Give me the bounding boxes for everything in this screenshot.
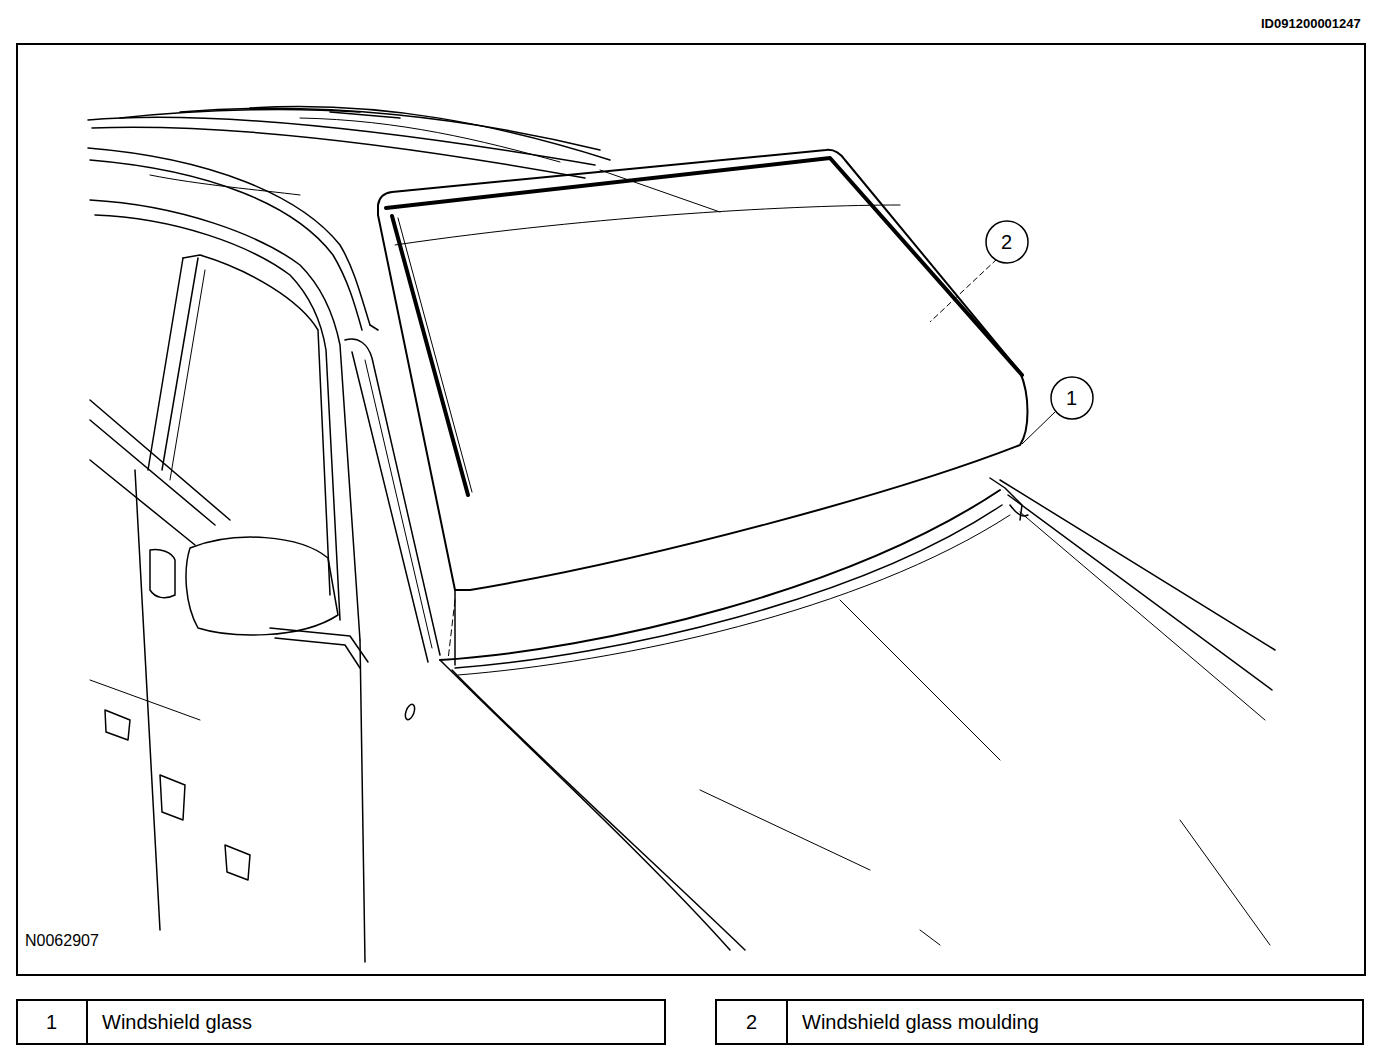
figure-frame: [17, 44, 1365, 975]
part-name: Windshield glass moulding: [801, 1011, 1040, 1033]
callout-number: 1: [1065, 387, 1078, 409]
drawing-id: ID091200001247: [1260, 17, 1362, 31]
vehicle-drawing: [88, 107, 1275, 962]
figure-code: N0062907: [24, 932, 100, 950]
leader-line: [1022, 412, 1055, 444]
callout-circle: [1051, 377, 1093, 419]
legend-cell: [17, 1000, 665, 1044]
part-name: Windshield glass: [101, 1011, 253, 1033]
legend-divider: [786, 1000, 788, 1044]
legend-number: 2: [745, 1011, 758, 1033]
legend-cell: [716, 1000, 1363, 1044]
callout-number: 2: [1000, 231, 1013, 253]
callout-circle: [986, 221, 1028, 263]
legend-number: 1: [45, 1011, 58, 1033]
legend-divider: [86, 1000, 88, 1044]
leader-line: [930, 259, 997, 322]
